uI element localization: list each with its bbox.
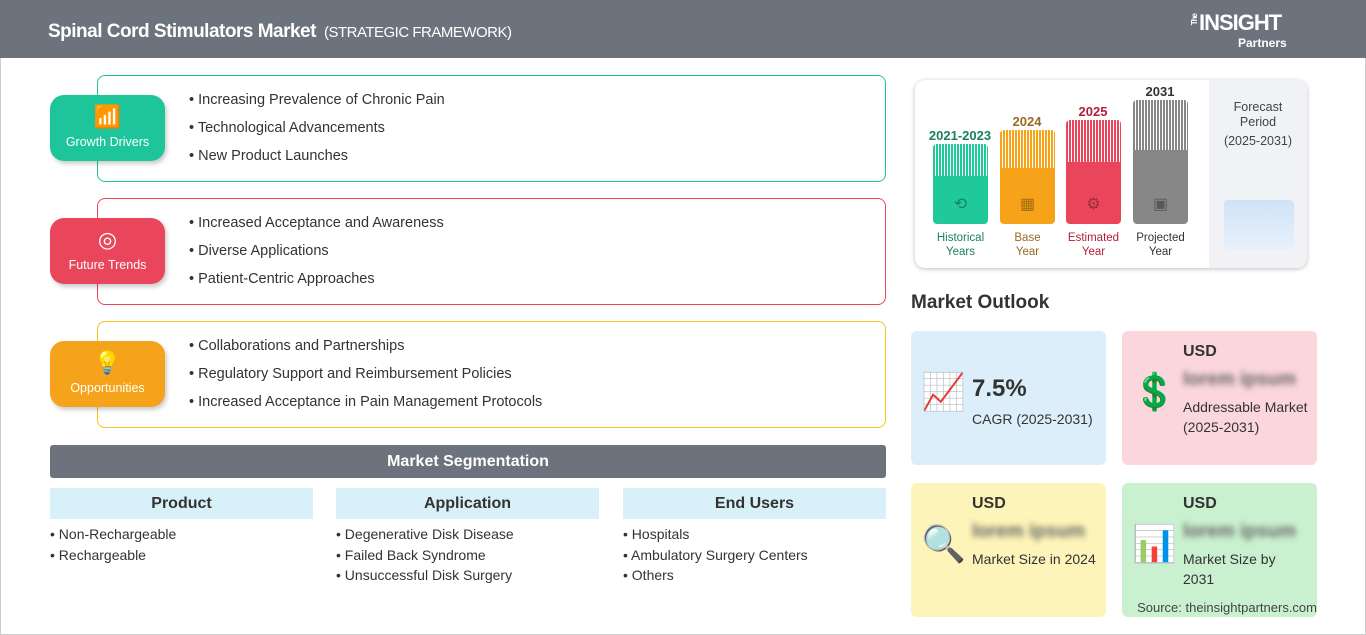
bar-historical: ⟲	[933, 144, 988, 224]
list-item: • Rechargeable	[50, 546, 146, 563]
future-trends-box: • Increased Acceptance and Awareness • Di…	[97, 198, 886, 305]
list-item: • Hospitals	[623, 526, 690, 542]
market-outlook-title: Market Outlook	[911, 292, 1050, 313]
list-item: • Increased Acceptance in Pain Managemen…	[189, 394, 543, 410]
list-item: • Non-Rechargeable	[50, 526, 177, 542]
list-item: • Failed Back Syndrome	[336, 546, 486, 563]
growth-chart-icon: 📶	[93, 104, 122, 129]
lightbulb-hand-icon: 💡	[93, 350, 122, 375]
page-title: Spinal Cord Stimulators Market(STRATEGIC…	[48, 21, 512, 42]
target-icon: ◎	[97, 227, 118, 252]
dollar-search-icon: 🔍	[921, 523, 966, 564]
cagr-card: 📈 7.5% CAGR (2025-2031)	[911, 331, 1106, 465]
list-item: • Regulatory Support and Reimbursement P…	[189, 366, 512, 382]
settings-chart-icon: ⚙	[1086, 196, 1101, 213]
year-estimated: 2025	[1078, 104, 1108, 119]
segmentation-title: Market Segmentation	[50, 445, 886, 478]
growth-drivers-badge: 📶Growth Drivers	[50, 95, 165, 161]
analytics-illustration-icon	[1224, 200, 1294, 250]
year-base: 2024	[1012, 114, 1042, 129]
dollar-bulb-icon: 💲	[1132, 371, 1177, 412]
segment-end-users: End Users• Hospitals• Ambulatory Surgery…	[623, 488, 886, 588]
list-item: • Degenerative Disk Disease	[336, 526, 514, 542]
calendar-icon: ▦	[1019, 196, 1036, 213]
list-item: • Diverse Applications	[189, 243, 329, 259]
list-item: • Increasing Prevalence of Chronic Pain	[189, 92, 445, 108]
opportunities-badge: 💡Opportunities	[50, 341, 165, 407]
bar-estimated: ⚙	[1066, 120, 1121, 224]
list-item: • Technological Advancements	[189, 120, 385, 136]
future-trends-badge: ◎Future Trends	[50, 218, 165, 284]
header-bar: Spinal Cord Stimulators Market(STRATEGIC…	[0, 0, 1366, 58]
presentation-chart-icon: ▣	[1152, 196, 1169, 213]
year-projected: 2031	[1145, 84, 1175, 99]
growth-drivers-box: • Increasing Prevalence of Chronic Pain •…	[97, 75, 886, 182]
bar-projected: ▣	[1133, 100, 1188, 224]
list-item: • Ambulatory Surgery Centers	[623, 546, 808, 563]
segment-application: Application• Degenerative Disk Disease• …	[336, 488, 599, 588]
list-item: • Others	[623, 567, 674, 583]
page-subtitle: (STRATEGIC FRAMEWORK)	[323, 24, 512, 41]
opportunities-box: • Collaborations and Partnerships • Regul…	[97, 321, 886, 428]
list-item: • Patient-Centric Approaches	[189, 271, 375, 287]
year-historical: 2021-2023	[928, 128, 992, 143]
dollar-chart-icon: 📊	[1132, 523, 1177, 564]
segment-product: Product• Non-Rechargeable• Rechargeable	[50, 488, 313, 567]
list-item: • Collaborations and Partnerships	[189, 338, 405, 354]
bar-base: ▦	[1000, 130, 1055, 224]
list-item: • Increased Acceptance and Awareness	[189, 215, 444, 231]
list-item: • New Product Launches	[189, 148, 349, 164]
source-text: Source: theinsightpartners.com	[1137, 600, 1317, 615]
list-item: • Unsuccessful Disk Surgery	[336, 567, 513, 583]
history-clock-icon: ⟲	[953, 196, 968, 213]
growth-bars-icon: 📈	[921, 371, 966, 412]
